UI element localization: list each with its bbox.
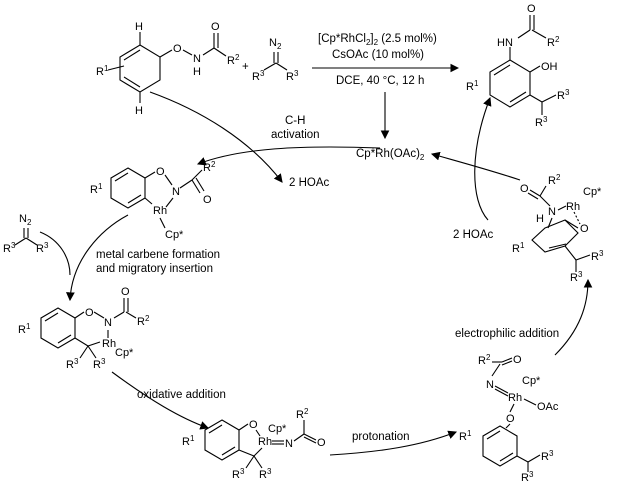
int3-r2: R2 — [296, 407, 309, 421]
int3-r3b: R3 — [259, 467, 272, 481]
int2-cp: Cp* — [115, 347, 134, 359]
int2-rh: Rh — [102, 338, 116, 350]
int4-n: N — [486, 379, 494, 391]
atom-o: O — [173, 43, 182, 55]
step-ch-activation-2: activation — [271, 129, 320, 141]
diazo-r3b: R3 — [36, 241, 49, 255]
int4-o: O — [506, 413, 515, 425]
insertion-intermediate: O N O R2 Rh Cp* R3 R3 R1 — [18, 286, 150, 371]
label-r1: R1 — [96, 64, 109, 78]
int5-cp: Cp* — [583, 186, 602, 198]
int4-r1: R1 — [459, 429, 472, 443]
product-o: O — [527, 3, 536, 15]
label-r3b: R3 — [286, 69, 299, 83]
int3-cp: Cp* — [268, 423, 287, 435]
carbene-arrow — [65, 214, 129, 302]
reagent-line-2: CsOAc (10 mol%) — [332, 49, 424, 61]
product-r1: R1 — [466, 79, 479, 93]
int4-o-carbonyl: O — [513, 354, 522, 366]
step-ch-activation-1: C-H — [285, 115, 305, 127]
diazo-n2: N2 — [19, 213, 32, 227]
reaction-conditions: DCE, 40 °C, 12 h — [336, 75, 424, 87]
product-oh: OH — [541, 61, 558, 73]
plus-sign: + — [242, 61, 249, 73]
label-r3a: R3 — [252, 69, 265, 83]
atom-n: N — [193, 53, 201, 65]
catalyst-label: Cp*Rh(OAc)2 — [356, 148, 425, 162]
atom-h-nh: H — [193, 66, 201, 78]
protonation-arrow — [329, 430, 458, 456]
diazo-r3a: R3 — [3, 241, 16, 255]
int1-o: O — [156, 166, 165, 178]
int4-r3b: R3 — [521, 470, 534, 482]
atom-h-bottom: H — [135, 105, 143, 117]
byproduct-hoac-out: 2 HOAc — [289, 177, 330, 189]
int4-oac: OAc — [537, 401, 559, 413]
int2-r1: R1 — [18, 322, 31, 336]
int3-rh: Rh — [258, 436, 272, 448]
product-hn: HN — [497, 37, 513, 49]
electrophilic-addition-intermediate: R2 O N Rh Cp* O H R3 R3 R1 — [512, 173, 604, 284]
product-r3a: R3 — [557, 88, 570, 102]
ch-activation-arrow — [149, 91, 283, 183]
product-release-arrow — [474, 96, 492, 221]
int2-o-carbonyl: O — [121, 286, 130, 298]
int2-r3a: R3 — [66, 357, 79, 371]
int4-cp: Cp* — [522, 375, 541, 387]
int1-r2: R2 — [203, 160, 216, 174]
int1-n: N — [172, 186, 180, 198]
int2-o: O — [85, 307, 94, 319]
int3-o-carbonyl: O — [317, 437, 326, 449]
int2-r2: R2 — [137, 314, 150, 328]
int1-rh: Rh — [153, 205, 167, 217]
int4-r3a: R3 — [541, 449, 554, 463]
int3-r3a: R3 — [232, 467, 245, 481]
int3-r1: R1 — [182, 434, 195, 448]
reagent-line-1: [Cp*RhCl2]2 (2.5 mol%) — [318, 33, 437, 47]
int3-o: O — [249, 419, 258, 431]
int5-o-carbonyl: O — [520, 183, 529, 195]
int5-r2: R2 — [548, 173, 561, 187]
int2-n: N — [104, 317, 112, 329]
byproduct-hoac-in: 2 HOAc — [453, 229, 494, 241]
int5-r3a: R3 — [591, 249, 604, 263]
step-electrophilic-addition: electrophilic addition — [455, 328, 559, 340]
int3-n: N — [285, 438, 293, 450]
rhodacycle-intermediate: O N Rh R2 O Cp* R1 — [90, 160, 216, 241]
int2-r3b: R3 — [93, 357, 106, 371]
electrophilic-addition-arrow — [554, 278, 593, 356]
int5-r3b: R3 — [570, 270, 583, 284]
catalyst-to-rhodacycle-arrow — [196, 146, 381, 166]
int5-h: H — [536, 213, 544, 225]
step-protonation: protonation — [352, 431, 410, 443]
diazo-curve — [39, 231, 71, 276]
oxidative-addition-arrow — [111, 371, 210, 430]
int1-r1: R1 — [90, 182, 103, 196]
diazo-reagent-top: N2 R3 R3 — [252, 37, 299, 83]
product: HN O R2 OH R1 R3 R3 — [466, 3, 570, 129]
atom-h-top: H — [135, 21, 143, 33]
oxidative-addition-intermediate: O Rh Cp* N O R2 R3 R3 R1 — [182, 407, 326, 481]
int4-rh: Rh — [508, 392, 522, 404]
int5-r1: R1 — [512, 241, 525, 255]
int1-cp: Cp* — [165, 229, 184, 241]
step-carbene-1: metal carbene formation — [96, 249, 220, 261]
catalyst-regeneration-arrow — [430, 151, 521, 181]
atom-n2: N2 — [269, 37, 282, 51]
label-r2: R2 — [227, 53, 240, 67]
diazo-reagent-left: N2 R3 R3 — [3, 213, 49, 255]
int5-n: N — [548, 206, 556, 218]
product-r3b: R3 — [535, 115, 548, 129]
int5-rh: Rh — [566, 201, 580, 213]
step-carbene-2: and migratory insertion — [96, 263, 213, 275]
protonation-intermediate: R2 O N Rh Cp* OAc O R3 R3 R1 — [459, 353, 559, 482]
step-oxidative-addition: oxidative addition — [137, 389, 226, 401]
int1-o-carbonyl: O — [203, 194, 212, 206]
int4-r2: R2 — [478, 353, 491, 367]
int5-o: O — [580, 223, 589, 235]
product-r2: R2 — [547, 35, 560, 49]
starting-material: H H O N H O R2 R1 — [96, 21, 240, 117]
atom-o-carbonyl: O — [211, 21, 220, 33]
